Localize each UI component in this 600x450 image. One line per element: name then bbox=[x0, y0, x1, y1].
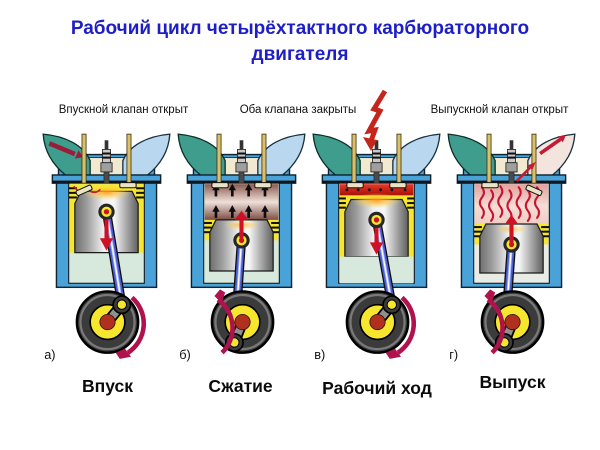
connecting-rod bbox=[371, 215, 397, 310]
exhaust-flow-arrow-icon bbox=[539, 135, 566, 155]
spark-plug-icon bbox=[235, 140, 248, 184]
exhaust-valve-closed bbox=[389, 182, 407, 189]
piston-motion-arrow-icon bbox=[504, 214, 519, 243]
rotation-arrow-icon bbox=[385, 295, 417, 359]
stroke-name-power: Рабочий ход bbox=[322, 378, 432, 398]
valve-stem bbox=[486, 133, 492, 184]
spark-plug-icon bbox=[100, 140, 113, 184]
piston-motion-arrow-icon bbox=[369, 228, 384, 255]
stroke-marker: а) bbox=[44, 347, 55, 362]
valve-state-label-intake: Впускной клапан открыт bbox=[58, 104, 189, 116]
exhaust-valve-closed bbox=[254, 182, 272, 189]
intake-flow-arrow-icon bbox=[48, 141, 84, 159]
valve-stem bbox=[216, 133, 222, 184]
stroke-name-compression: Сжатие bbox=[208, 376, 273, 396]
crankshaft-flywheel bbox=[75, 290, 140, 354]
valve-stem bbox=[351, 133, 357, 184]
page-title: Рабочий цикл четырёхтактного карбюраторн… bbox=[70, 18, 530, 65]
engine-diagram-power: в) bbox=[312, 133, 441, 362]
spark-plug-icon bbox=[505, 140, 518, 184]
rotation-arrow-icon bbox=[115, 295, 147, 359]
valve-state-label-exhaust: Выпускной клапан открыт bbox=[430, 104, 569, 116]
engine-diagram-intake: а) bbox=[42, 133, 171, 362]
valve-stem bbox=[531, 133, 537, 184]
crankshaft-flywheel bbox=[345, 290, 410, 354]
valve-stem bbox=[81, 133, 87, 184]
stroke-marker: г) bbox=[449, 347, 458, 362]
rotation-arrow-icon bbox=[214, 289, 235, 355]
piston-motion-arrow-icon bbox=[99, 219, 114, 251]
valve-stem bbox=[126, 133, 132, 184]
piston-pin bbox=[98, 203, 115, 220]
intake-valve-closed bbox=[481, 182, 499, 189]
rotation-arrow-icon bbox=[484, 289, 505, 355]
intake-valve-open bbox=[75, 184, 93, 196]
piston-pin bbox=[503, 236, 520, 253]
spark-plug-icon bbox=[370, 140, 383, 184]
stroke-marker: б) bbox=[179, 347, 191, 362]
engine-diagram-compression: б) bbox=[177, 133, 306, 362]
combustion-glow bbox=[351, 192, 402, 209]
stroke-name-intake: Впуск bbox=[82, 376, 133, 396]
gas-exit-arrow-icon bbox=[515, 162, 536, 183]
liner-ring-grooves bbox=[68, 187, 145, 199]
engine-diagrams-row: а) bbox=[40, 128, 578, 367]
engine-diagram-exhaust: г) bbox=[447, 133, 576, 362]
valve-stem bbox=[261, 133, 267, 184]
piston-pin bbox=[368, 211, 385, 229]
stroke-name-exhaust: Выпуск bbox=[479, 372, 546, 392]
valve-stem bbox=[396, 133, 402, 184]
exhaust-valve-open bbox=[525, 184, 543, 196]
exhaust-gas-waves bbox=[478, 185, 541, 222]
combustion-layer bbox=[339, 184, 414, 196]
stroke-marker: в) bbox=[314, 347, 325, 362]
connecting-rod bbox=[101, 207, 127, 310]
piston-pin bbox=[233, 232, 250, 249]
crankcase-area bbox=[339, 256, 414, 284]
compression-arrows bbox=[212, 183, 269, 218]
intake-valve-closed bbox=[211, 182, 229, 189]
mixture-glow bbox=[81, 184, 132, 201]
exhaust-valve-closed bbox=[119, 182, 137, 189]
valve-state-label-closed: Оба клапана закрыты bbox=[239, 104, 357, 116]
piston-motion-arrow-icon bbox=[234, 210, 249, 239]
lightning-icon bbox=[363, 89, 388, 151]
intake-valve-closed bbox=[346, 182, 364, 189]
